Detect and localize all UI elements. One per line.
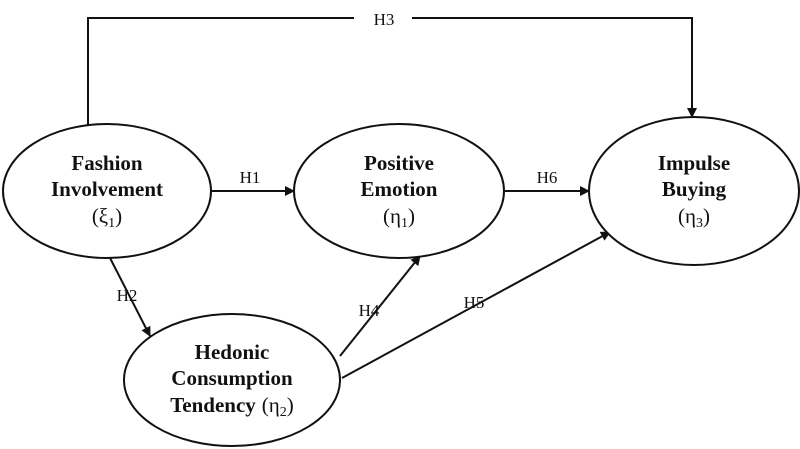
node-hedonic-line1: Hedonic <box>195 340 270 364</box>
node-impulse-buying: Impulse Buying (η3) <box>588 116 800 266</box>
node-positive-symbol: (η1) <box>383 204 415 231</box>
node-fashion-line2: Involvement <box>51 177 163 201</box>
edge-h3-label-bg <box>354 8 412 28</box>
node-fashion-ellipse <box>2 123 212 259</box>
node-positive-emotion: Positive Emotion (η1) <box>293 123 505 259</box>
edge-h1-label: H1 <box>240 168 261 187</box>
node-hedonic-line2: Consumption <box>171 366 293 390</box>
edge-h4-path <box>339 255 421 357</box>
node-hedonic-consumption-tendency: Hedonic Consumption Tendency(η2) <box>123 313 341 447</box>
edge-h2-label: H2 <box>117 286 138 305</box>
node-fashion-line1: Fashion <box>71 151 143 175</box>
node-positive-ellipse <box>293 123 505 259</box>
node-fashion-involvement: Fashion Involvement (ξ1) <box>2 123 212 259</box>
node-hedonic-ellipse <box>123 313 341 447</box>
node-fashion-symbol: (ξ1) <box>92 204 122 231</box>
node-impulse-line2: Buying <box>662 177 727 201</box>
node-impulse-line1: Impulse <box>658 151 730 175</box>
edge-h3-path <box>87 17 697 126</box>
edge-h6-label: H6 <box>537 168 558 187</box>
edge-h2-path <box>109 257 151 337</box>
node-positive-line1: Positive <box>364 151 434 175</box>
edge-h5-path <box>341 231 611 379</box>
edge-h4-label: H4 <box>359 301 380 320</box>
node-hedonic-line3: Tendency(η2) <box>170 393 294 420</box>
edge-h3-label: H3 <box>374 10 395 29</box>
edge-h5-label: H5 <box>464 293 485 312</box>
node-impulse-symbol: (η3) <box>678 204 710 231</box>
node-positive-line2: Emotion <box>360 177 437 201</box>
node-impulse-ellipse <box>588 116 800 266</box>
